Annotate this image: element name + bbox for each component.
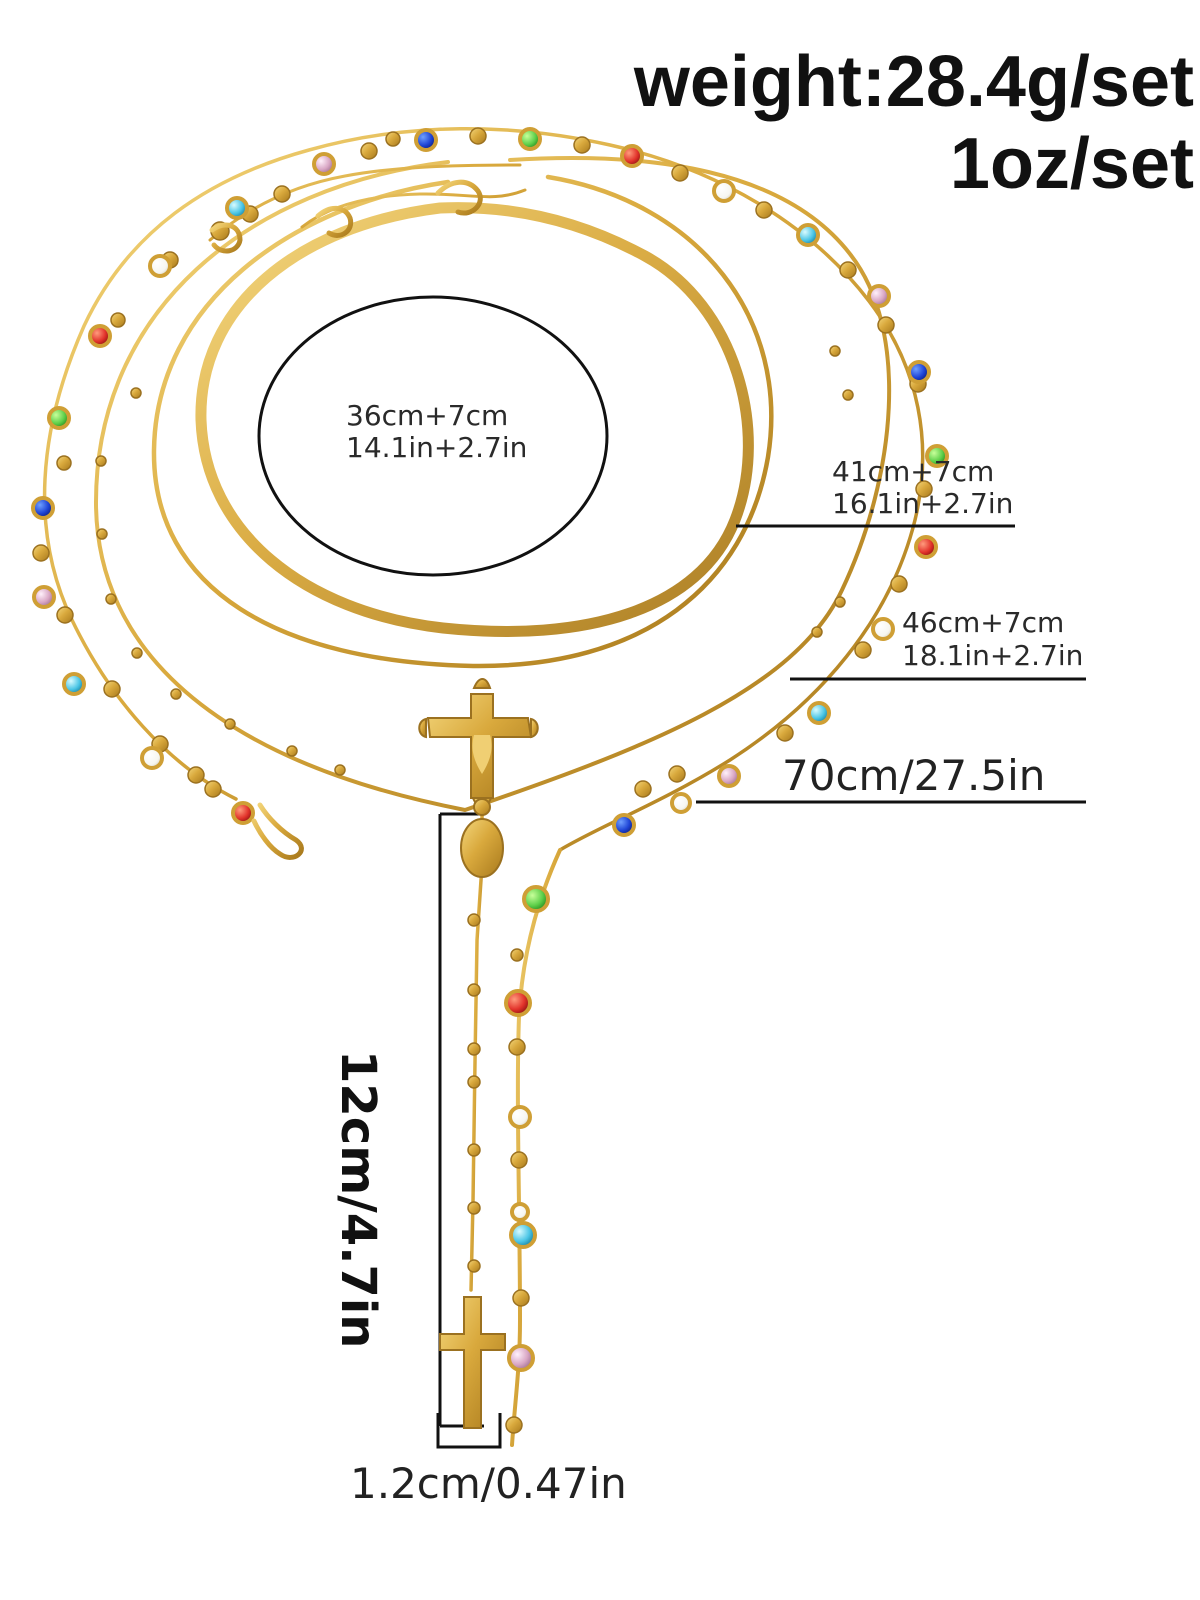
pendant-width-bracket — [436, 1413, 502, 1449]
top-lobster-clasp-three — [209, 222, 243, 254]
chain-16-inch — [151, 174, 774, 669]
clasps — [209, 179, 483, 860]
measurement-lines — [436, 524, 1086, 1449]
bottom-cross-pendant — [439, 1296, 506, 1429]
chain-18-inch — [93, 155, 892, 812]
rosary-chain — [42, 127, 925, 852]
colored-gems — [31, 127, 949, 1372]
weight-oz-label: 1oz/set — [949, 124, 1194, 204]
necklace-3-inch: 18.1in+2.7in — [902, 639, 1084, 672]
necklace-3-cm: 46cm+7cm — [902, 606, 1065, 639]
necklace-1-cm: 36cm+7cm — [346, 399, 509, 432]
crucifix-pendant — [418, 678, 539, 878]
necklace-4-length: 70cm/27.5in — [782, 751, 1046, 800]
necklace-1-inch: 14.1in+2.7in — [346, 431, 528, 464]
pendant-width: 1.2cm/0.47in — [350, 1459, 627, 1508]
left-lobster-clasp — [251, 802, 304, 860]
top-lobster-clasp — [435, 179, 483, 216]
clear-links — [140, 179, 895, 1222]
necklace-2-inch: 16.1in+2.7in — [832, 487, 1014, 520]
pendant-drop-length: 12cm/4.7in — [330, 1050, 386, 1349]
choker-chain — [195, 202, 754, 637]
top-lobster-clasp-two — [315, 205, 354, 238]
inner-size-circle — [257, 295, 609, 577]
weight-label: weight:28.4g/set — [633, 42, 1194, 122]
necklace-2-cm: 41cm+7cm — [832, 455, 995, 488]
gold-beads — [32, 127, 933, 1434]
